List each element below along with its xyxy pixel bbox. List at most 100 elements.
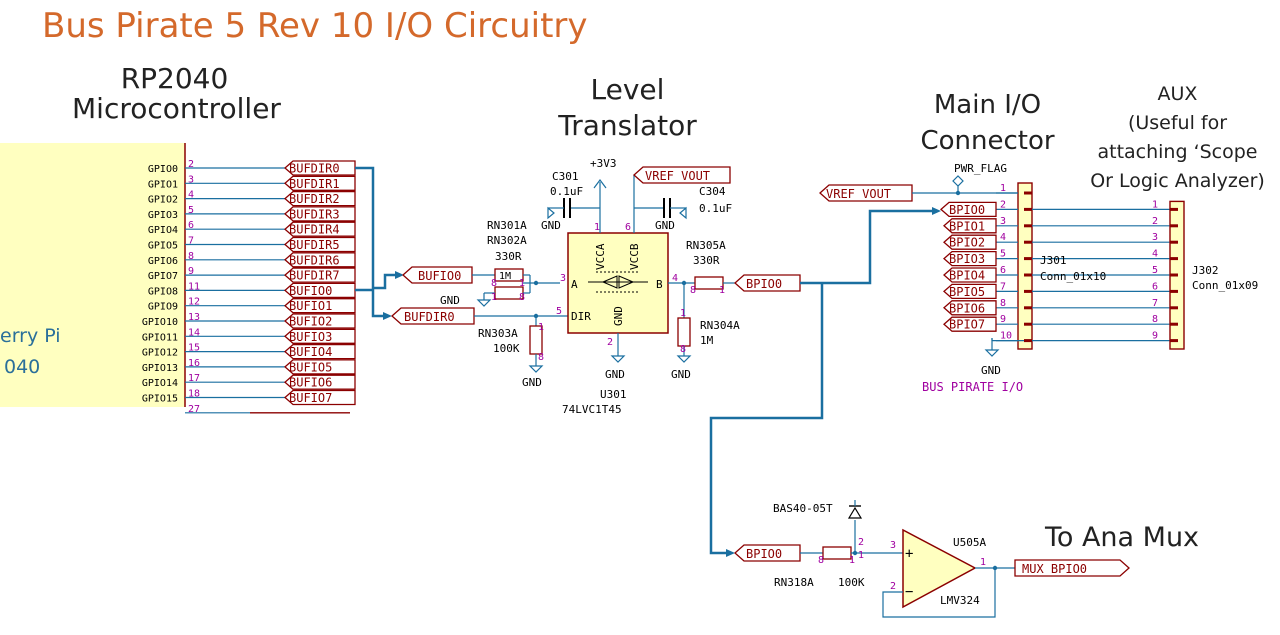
gpio-row: GPIO9 12 BUFIO1: [148, 297, 356, 314]
svg-text:VCCA: VCCA: [594, 243, 607, 270]
j301-net-label: BPIO0: [949, 203, 985, 217]
j302-pin-number: 8: [1152, 314, 1158, 325]
j301-pin-stub: [1024, 339, 1032, 343]
j301-net-label: BPIO1: [949, 219, 985, 233]
mcu-name-line2: 040: [4, 356, 40, 378]
j301-pin-stub: [1024, 224, 1032, 228]
net-flag-label: BUFDIR1: [289, 177, 340, 191]
v3v3-label: +3V3: [590, 157, 617, 170]
j302-pin-number: 3: [1152, 232, 1158, 243]
gnd-c304-label: GND: [655, 219, 675, 232]
rn318-value: 100K: [838, 576, 865, 589]
vref-flag-j301: VREF_VOUT: [826, 187, 891, 201]
gpio-name: GPIO3: [148, 210, 178, 221]
page-title: Bus Pirate 5 Rev 10 I/O Circuitry: [42, 6, 588, 46]
bpio0-flag-lower: BPIO0: [746, 547, 782, 561]
net-flag: [284, 252, 356, 268]
net-flag: [284, 389, 356, 406]
net-flag: [284, 221, 356, 237]
gpio-name: GPIO9: [148, 302, 178, 313]
j301-net-label: BPIO4: [949, 269, 985, 283]
gpio-name: GPIO2: [148, 195, 178, 206]
svg-text:A: A: [571, 278, 578, 291]
svg-text:4: 4: [672, 273, 678, 284]
pwr-flag-label: PWR_FLAG: [954, 162, 1007, 175]
net-flag: [284, 359, 356, 375]
gpio-pin-number: 2: [188, 159, 194, 170]
j301-pin-stub: [1024, 257, 1032, 261]
svg-text:1: 1: [538, 322, 544, 333]
gpio-name: GPIO0: [148, 164, 178, 175]
gpio-pin-number: 17: [188, 373, 200, 384]
aux-heading: AUX (Useful for attaching ‘Scope Or Logi…: [1080, 80, 1275, 196]
j302-pin-stub: [1170, 322, 1178, 326]
net-flag-label: BUFIO5: [289, 360, 332, 374]
net-flag-label: BUFIO3: [289, 330, 332, 344]
j301-net-flag: [940, 201, 997, 218]
j302-pin-number: 6: [1152, 281, 1158, 292]
gpio-name: GPIO15: [142, 394, 178, 405]
net-flag-label: BUFDIR2: [289, 192, 340, 206]
j301-pin-stub: [1024, 273, 1032, 277]
svg-text:DIR: DIR: [571, 310, 591, 323]
gpio-name: GPIO14: [142, 378, 178, 389]
j302-pin-stub: [1170, 224, 1178, 228]
rn305-value: 330R: [693, 254, 720, 267]
gpio-pin-number: 7: [188, 236, 194, 247]
translator-heading-line1: Level: [590, 73, 665, 106]
net-flag-label: BUFIO7: [289, 391, 332, 405]
svg-text:8: 8: [491, 278, 497, 289]
svg-text:1: 1: [849, 555, 855, 566]
svg-text:2: 2: [858, 537, 864, 548]
j301-part: Conn_01x10: [1040, 270, 1106, 283]
gpio-row: GPIO14 17 BUFIO6: [142, 373, 356, 390]
gpio-pin-number: 6: [188, 220, 194, 231]
svg-text:1: 1: [858, 550, 864, 561]
net-flag-label: BUFIO6: [289, 376, 332, 390]
gpio-pin-number: 13: [188, 312, 200, 323]
j301-pin-number: 7: [1000, 281, 1006, 292]
aux-heading-line3: attaching ‘Scope: [1097, 141, 1258, 163]
rn318-ref: RN318A: [774, 576, 814, 589]
rn301-ref: RN301A: [487, 219, 527, 232]
gpio-name: GPIO1: [148, 179, 178, 190]
aux-heading-line4: Or Logic Analyzer): [1090, 170, 1265, 192]
svg-text:8: 8: [818, 555, 824, 566]
j302-part: Conn_01x09: [1192, 279, 1258, 292]
gpio-name: GPIO12: [142, 348, 178, 359]
svg-text:1: 1: [491, 292, 497, 303]
j301-net-flag: [943, 300, 997, 316]
net-flag: [284, 328, 356, 344]
j302-pin-stub: [1170, 289, 1178, 293]
aux-heading-line1: AUX: [1157, 83, 1198, 105]
j301-pin-number: 9: [1000, 314, 1006, 325]
j301-pin-stub: [1024, 306, 1032, 310]
j301-pin-number: 6: [1000, 265, 1006, 276]
gpio-name: GPIO11: [142, 332, 178, 343]
c304-value: 0.1uF: [699, 202, 732, 215]
gpio-row: GPIO11 14 BUFIO3: [142, 327, 356, 344]
mcu-heading: RP2040 Microcontroller: [72, 64, 281, 124]
j301-pin-number: 5: [1000, 249, 1006, 260]
j301-pin-number: 10: [1000, 331, 1012, 342]
j301-pin-number: 8: [1000, 298, 1006, 309]
u301-ref: U301: [600, 388, 627, 401]
gpio-pin-number: 12: [188, 297, 200, 308]
j302-pin-stub: [1170, 339, 1178, 343]
gpio-pin-number: 14: [188, 327, 200, 338]
gnd-rn303-label: GND: [522, 376, 542, 389]
svg-text:2: 2: [890, 581, 896, 592]
net-flag-label: BUFIO1: [289, 299, 332, 313]
gpio-pin-number: 4: [188, 190, 194, 201]
net-flag-label: BUFIO0: [289, 284, 332, 298]
j301: 12BPIO03BPIO14BPIO25BPIO36BPIO47BPIO58BP…: [940, 182, 1170, 350]
svg-text:1: 1: [519, 278, 525, 289]
diode-symbol: [847, 506, 863, 519]
svg-text:3: 3: [560, 273, 566, 284]
gpio-name: GPIO4: [148, 225, 178, 236]
diode-ref: BAS40-05T: [773, 502, 833, 515]
